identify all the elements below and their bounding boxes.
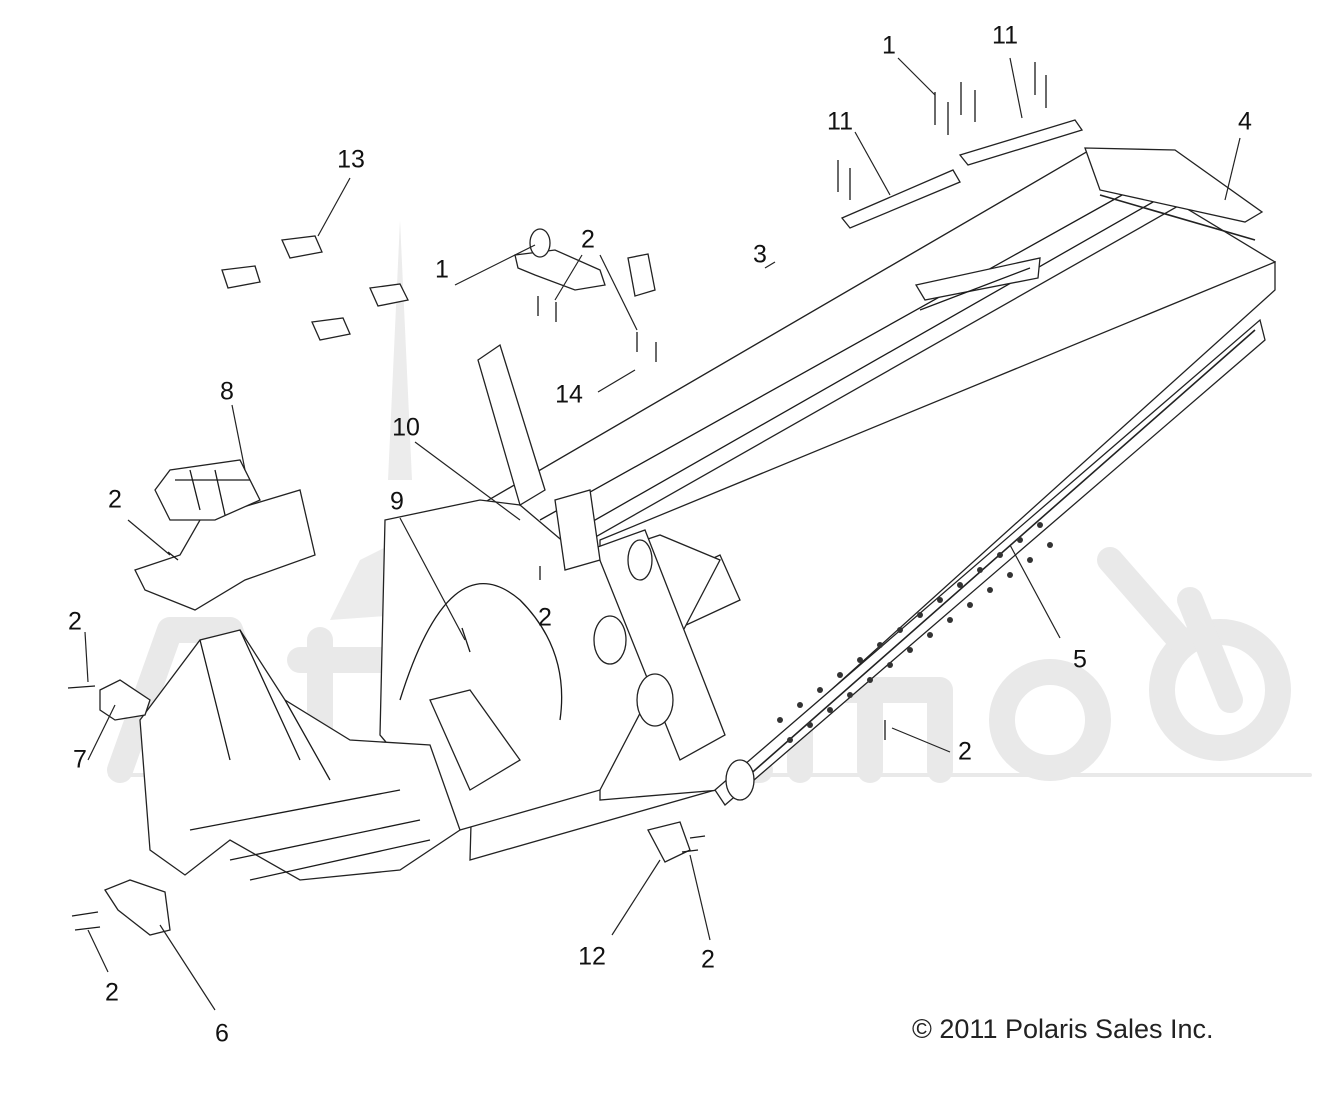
front-bulkhead: [139, 343, 726, 881]
callout-label: 2: [701, 945, 715, 974]
part-13-pads: [221, 235, 409, 341]
callout-label: 2: [581, 225, 595, 254]
copyright-notice: © 2011 Polaris Sales Inc.: [912, 1014, 1214, 1044]
part-8-bracket: [134, 459, 316, 611]
callout-label: 2: [105, 978, 119, 1007]
callout-label: 6: [215, 1019, 229, 1048]
part-11-rails: [840, 119, 1084, 229]
callout-label: 2: [958, 737, 972, 766]
callout-label: 2: [68, 607, 82, 636]
callout-label: 11: [827, 107, 853, 136]
callout-label: 2: [108, 485, 122, 514]
callout-label: 11: [992, 21, 1018, 50]
callout-label: 14: [555, 380, 583, 409]
callout-label: 5: [1073, 645, 1087, 674]
callout-label: 2: [538, 603, 552, 632]
part-1-bracket: [514, 228, 656, 571]
callout-label: 3: [753, 240, 767, 269]
callout-label: 10: [392, 413, 420, 442]
callout-label: 9: [390, 487, 404, 516]
fasteners: [67, 62, 1047, 931]
callout-label: 1: [882, 31, 896, 60]
leader-lines: [84, 57, 1241, 1011]
callout-label: 4: [1238, 107, 1252, 136]
callout-label: 13: [337, 145, 365, 174]
callout-label: 7: [73, 745, 87, 774]
vent-holes: [777, 522, 1053, 743]
callout-label: 8: [220, 377, 234, 406]
callout-label: 1: [435, 255, 449, 284]
callout-label: 12: [578, 942, 606, 971]
